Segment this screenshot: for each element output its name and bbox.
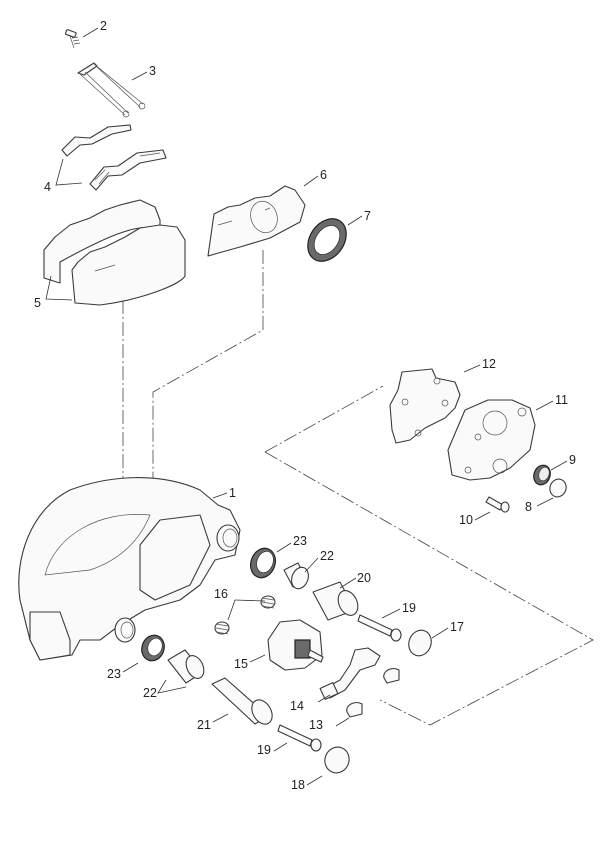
part-21-guide-sleeve[interactable] [211,677,276,728]
part-15-adjuster-mechanism[interactable] [267,619,324,671]
label-3: 3 [149,64,156,78]
alignment-line-cover-top [264,385,384,453]
part-22-bushing-upper[interactable] [283,562,311,591]
part-1-caliper-housing[interactable] [18,477,241,661]
part-22-bushing-lower[interactable] [167,649,207,684]
part-23-seal-ring-lower[interactable] [138,632,168,664]
part-4-pad-springs[interactable] [61,124,167,191]
part-16-springs[interactable] [214,595,276,635]
label-17: 17 [450,620,464,634]
part-11-cover-plate[interactable] [447,399,536,481]
label-16: 16 [214,587,228,601]
part-10-bolt[interactable] [485,496,510,513]
label-5: 5 [34,296,41,310]
part-9-bushing-seal[interactable] [531,463,553,487]
label-22-lower: 22 [143,686,157,700]
part-13-cap-small[interactable] [346,668,400,718]
part-5-brake-pads[interactable] [43,199,186,306]
part-7-seal[interactable] [300,211,354,268]
label-9: 9 [569,453,576,467]
label-4: 4 [44,180,51,194]
alignment-lines [122,250,594,726]
label-8: 8 [525,500,532,514]
label-15: 15 [234,657,248,671]
alignment-line-cover-bottom [264,451,594,726]
part-labels: 2 3 4 5 6 7 12 11 9 8 10 1 23 22 20 16 1… [34,19,576,792]
part-2-screw[interactable] [65,29,81,49]
label-22-upper: 22 [320,549,334,563]
label-14: 14 [290,699,304,713]
part-23-seal-ring-upper[interactable] [247,545,280,581]
part-18-cap[interactable] [321,744,352,777]
label-2: 2 [100,19,107,33]
label-11: 11 [555,393,568,407]
part-8-cap[interactable] [547,477,568,499]
label-19-upper: 19 [402,601,416,615]
label-1: 1 [229,486,236,500]
part-14-lever[interactable] [319,647,381,700]
part-17-cap[interactable] [405,627,435,659]
label-12: 12 [482,357,496,371]
label-6: 6 [320,168,327,182]
part-6-pressure-plate[interactable] [207,185,306,257]
part-12-gasket[interactable] [389,368,461,444]
label-7: 7 [364,209,371,223]
leader-lines [45,27,568,786]
part-19-guide-bolt-lower[interactable] [277,724,322,752]
label-21: 21 [197,718,211,732]
label-23-lower: 23 [107,667,121,681]
part-20-guide-sleeve[interactable] [312,581,362,621]
label-19-lower: 19 [257,743,271,757]
label-13: 13 [309,718,323,732]
part-3-retainer-bar[interactable] [77,62,146,118]
label-10: 10 [459,513,473,527]
part-19-guide-bolt-upper[interactable] [357,614,402,642]
label-23-upper: 23 [293,534,307,548]
alignment-line-plate [152,250,264,490]
label-20: 20 [357,571,371,585]
label-18: 18 [291,778,305,792]
